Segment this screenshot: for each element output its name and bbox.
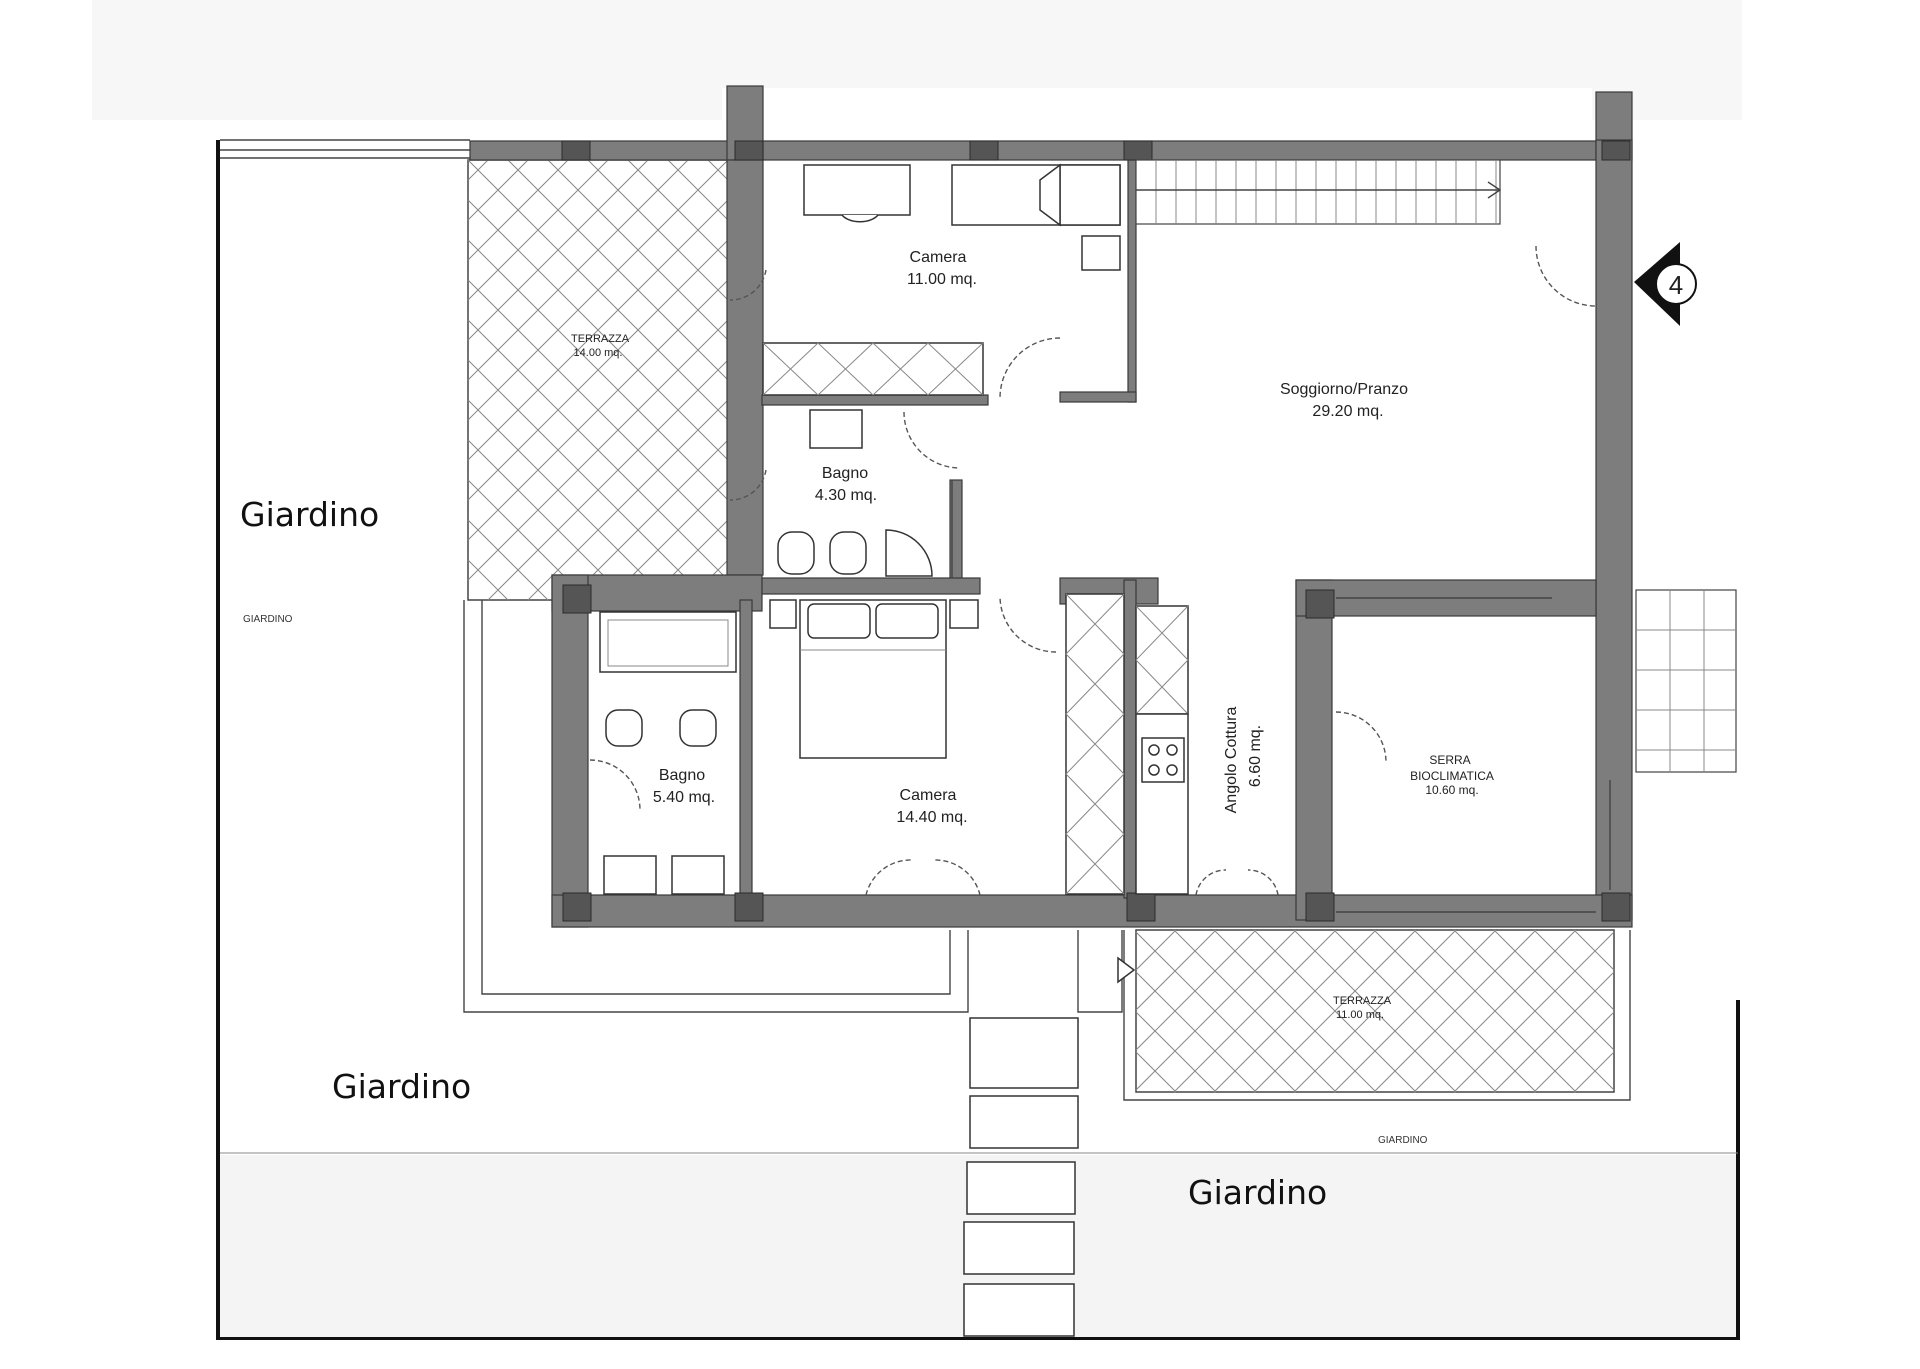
camera-top-area: 11.00 mq.	[907, 271, 977, 288]
serra-name: SERRA	[1429, 753, 1470, 767]
bagno-top-area: 4.30 mq.	[815, 487, 877, 504]
section-marker: 4	[1634, 242, 1697, 326]
section-marker-number: 4	[1669, 270, 1683, 300]
giardino-bottom-small-label: GIARDINO	[1378, 1135, 1428, 1146]
giardino-left-label: Giardino	[240, 495, 379, 534]
angolo-name: Angolo Cottura	[1223, 707, 1240, 814]
camera-main-name: Camera	[900, 787, 957, 804]
giardino-bottom-left-label: Giardino	[332, 1067, 471, 1106]
bagno-left-name: Bagno	[659, 767, 705, 784]
top-band-cutout	[722, 88, 1592, 148]
angolo-area: 6.60 mq.	[1247, 725, 1264, 787]
terrazza-bottom-area: 11.00 mq.	[1336, 1009, 1384, 1021]
bagno-left-area: 5.40 mq.	[653, 789, 715, 806]
terrazza-bottom-name: TERRAZZA	[1333, 995, 1392, 1007]
serra-area: 10.60 mq.	[1425, 783, 1478, 797]
garden-path	[463, 600, 969, 1013]
furniture	[599, 163, 1121, 895]
giardino-bottom-right-label: Giardino	[1188, 1173, 1327, 1212]
giardino-left-small-label: GIARDINO	[243, 614, 293, 625]
stepping-stones	[963, 930, 1136, 1337]
camera-main-area: 14.40 mq.	[896, 809, 967, 826]
wardrobes	[762, 342, 1189, 895]
terrazza-bottom	[1123, 929, 1631, 1101]
columns	[561, 140, 1631, 922]
property-boundary	[216, 140, 1740, 1340]
terrazza-left-name: TERRAZZA	[571, 333, 630, 345]
terrazza-left	[220, 139, 729, 601]
doors	[589, 245, 1597, 896]
soggiorno-area: 29.20 mq.	[1312, 403, 1383, 420]
staircase	[1135, 159, 1502, 225]
camera-top-name: Camera	[910, 249, 967, 266]
serra-windows	[1336, 589, 1737, 913]
terrazza-left-area: 14.00 mq.	[574, 347, 623, 359]
serra-name2: BIOCLIMATICA	[1410, 769, 1494, 783]
bagno-top-name: Bagno	[822, 465, 868, 482]
soggiorno-name: Soggiorno/Pranzo	[1280, 381, 1408, 398]
